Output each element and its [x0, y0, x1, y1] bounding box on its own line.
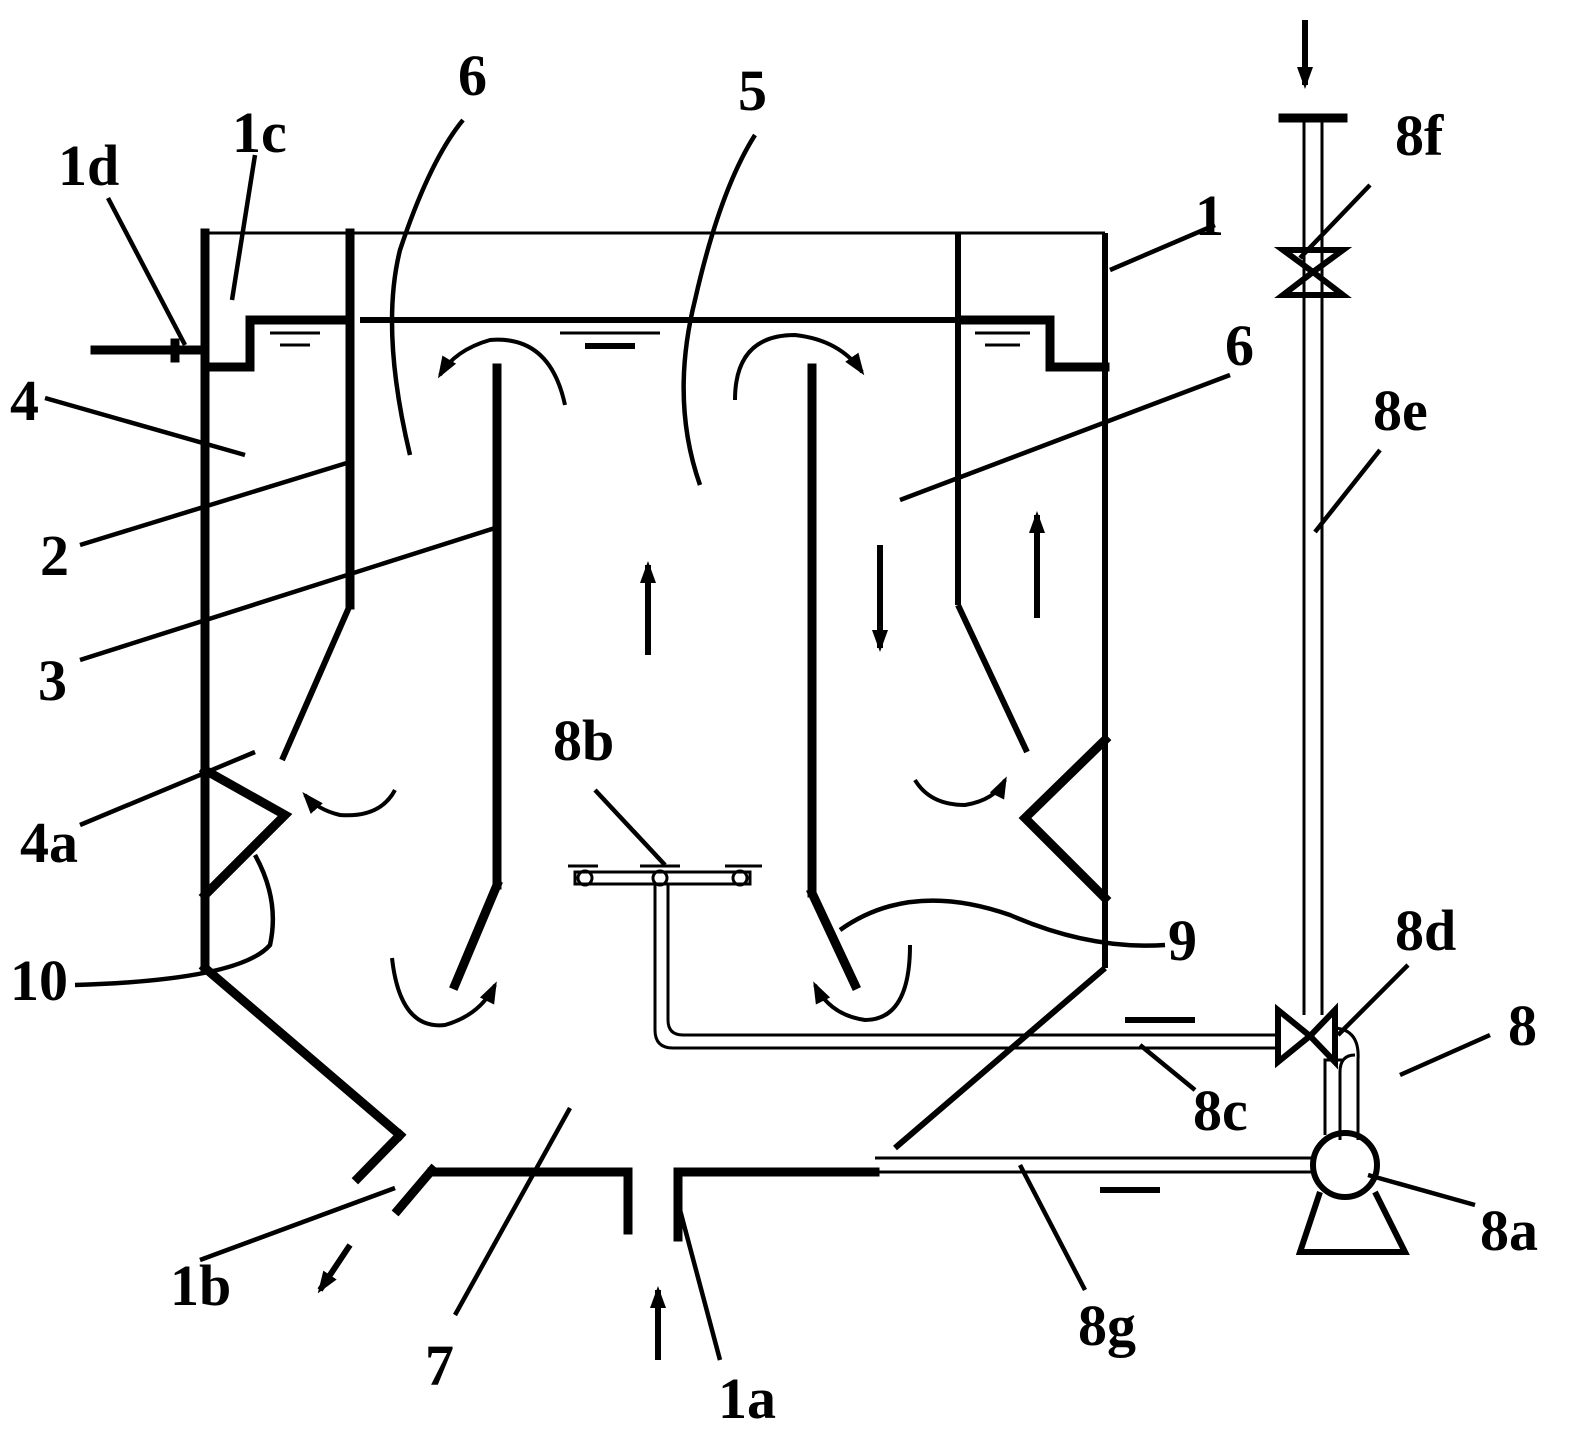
right-baffle-skirt — [955, 603, 1030, 754]
distributor-bar — [573, 870, 752, 886]
label-7: 7 — [425, 1333, 454, 1398]
flow-arrows — [302, 20, 1313, 1360]
flow-arrow — [302, 788, 397, 818]
valve-8d — [1275, 1003, 1315, 1069]
label-10: 10 — [10, 948, 68, 1013]
label-8b: 8b — [553, 708, 614, 773]
baffle-2 — [279, 228, 1030, 762]
pump-8a — [1310, 1130, 1380, 1200]
recycle-pipe-8c — [653, 884, 1280, 1050]
label-1b: 1b — [170, 1253, 231, 1318]
label-9: 9 — [1168, 908, 1197, 973]
left-baffle-skirt — [279, 603, 353, 762]
label-8g: 8g — [1078, 1293, 1136, 1358]
label-1a: 1a — [718, 1366, 776, 1431]
right-deflector — [1018, 733, 1112, 905]
label-5: 5 — [738, 58, 767, 123]
label-1: 1 — [1195, 183, 1224, 248]
flow-arrow — [390, 957, 497, 1028]
outlet-arrow-1b — [317, 1243, 353, 1294]
cone-right-wall — [893, 965, 1107, 1151]
right-draft-tube-flare — [806, 887, 861, 991]
recycle-system — [568, 113, 1410, 1255]
label-1c: 1c — [232, 100, 287, 165]
reactor-shell — [198, 228, 1108, 1242]
sludge-outlet-lower — [391, 1163, 439, 1217]
sludge-outlet-upper — [351, 1128, 407, 1185]
nozzle — [651, 869, 669, 887]
label-4a: 4a — [20, 810, 78, 875]
left-draft-tube-flare — [449, 879, 503, 991]
right-weir — [960, 315, 1110, 372]
label-8a: 8a — [1480, 1198, 1538, 1263]
overflow-trough — [90, 315, 1110, 372]
label-8f: 8f — [1395, 103, 1444, 168]
label-8c: 8c — [1193, 1078, 1248, 1143]
label-8: 8 — [1508, 993, 1537, 1058]
leader-lines — [44, 118, 1491, 1361]
label-4: 4 — [10, 368, 39, 433]
flow-arrow — [733, 332, 865, 401]
nozzle — [576, 869, 594, 887]
draft-tube-3 — [449, 363, 861, 991]
valve-8f — [1273, 247, 1353, 276]
label-6-right: 6 — [1225, 313, 1254, 378]
deflectors — [198, 733, 1112, 905]
pump-base — [1295, 1190, 1410, 1255]
left-weir — [200, 315, 350, 372]
left-deflector — [198, 763, 293, 902]
label-8e: 8e — [1373, 378, 1428, 443]
label-2: 2 — [40, 523, 69, 588]
flow-arrow — [437, 337, 567, 406]
label-6-left: 6 — [458, 43, 487, 108]
label-1d: 1d — [58, 133, 119, 198]
nozzle — [731, 869, 749, 887]
label-3: 3 — [38, 648, 67, 713]
cone-left-wall — [198, 961, 407, 1142]
flow-arrow — [913, 776, 1007, 808]
reference-labels: 1 1a 1b 1c 1d 2 3 4 4a 5 6 6 7 8 8a 8b 8… — [10, 43, 1538, 1431]
label-8d: 8d — [1395, 898, 1456, 963]
flow-arrow — [813, 944, 912, 1023]
